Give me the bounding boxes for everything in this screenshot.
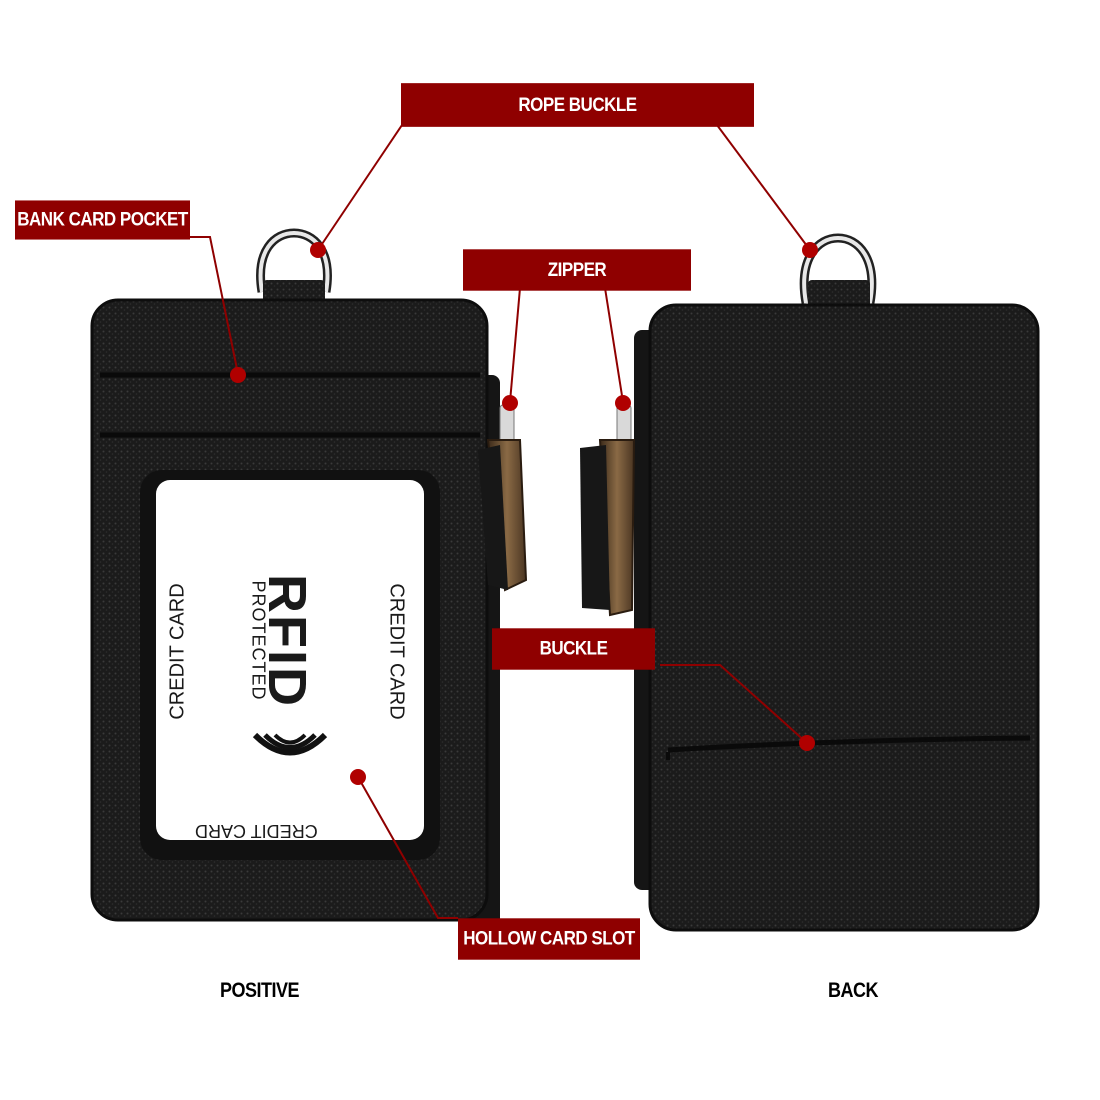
callout-zipper: ZIPPER [463, 249, 691, 291]
callout-lines [190, 124, 811, 919]
callout-bank-card-pocket: BANK CARD POCKET [15, 200, 190, 240]
callout-rope-buckle: ROPE BUCKLE [401, 83, 754, 127]
callout-buckle: BUCKLE [492, 628, 655, 670]
caption-front: POSITIVE [220, 977, 300, 1002]
card-left-text: CREDIT CARD [166, 583, 189, 720]
caption-back: BACK [828, 977, 879, 1002]
rfid-subtitle: PROTECTED [248, 580, 269, 701]
back-wallet [580, 233, 1040, 932]
card-right-text: CREDIT CARD [385, 583, 408, 720]
callout-dots [230, 242, 818, 785]
front-wallet [90, 228, 528, 935]
card-bottom-text: CREDIT CARD [195, 821, 318, 841]
callout-hollow-card-slot: HOLLOW CARD SLOT [458, 918, 640, 960]
